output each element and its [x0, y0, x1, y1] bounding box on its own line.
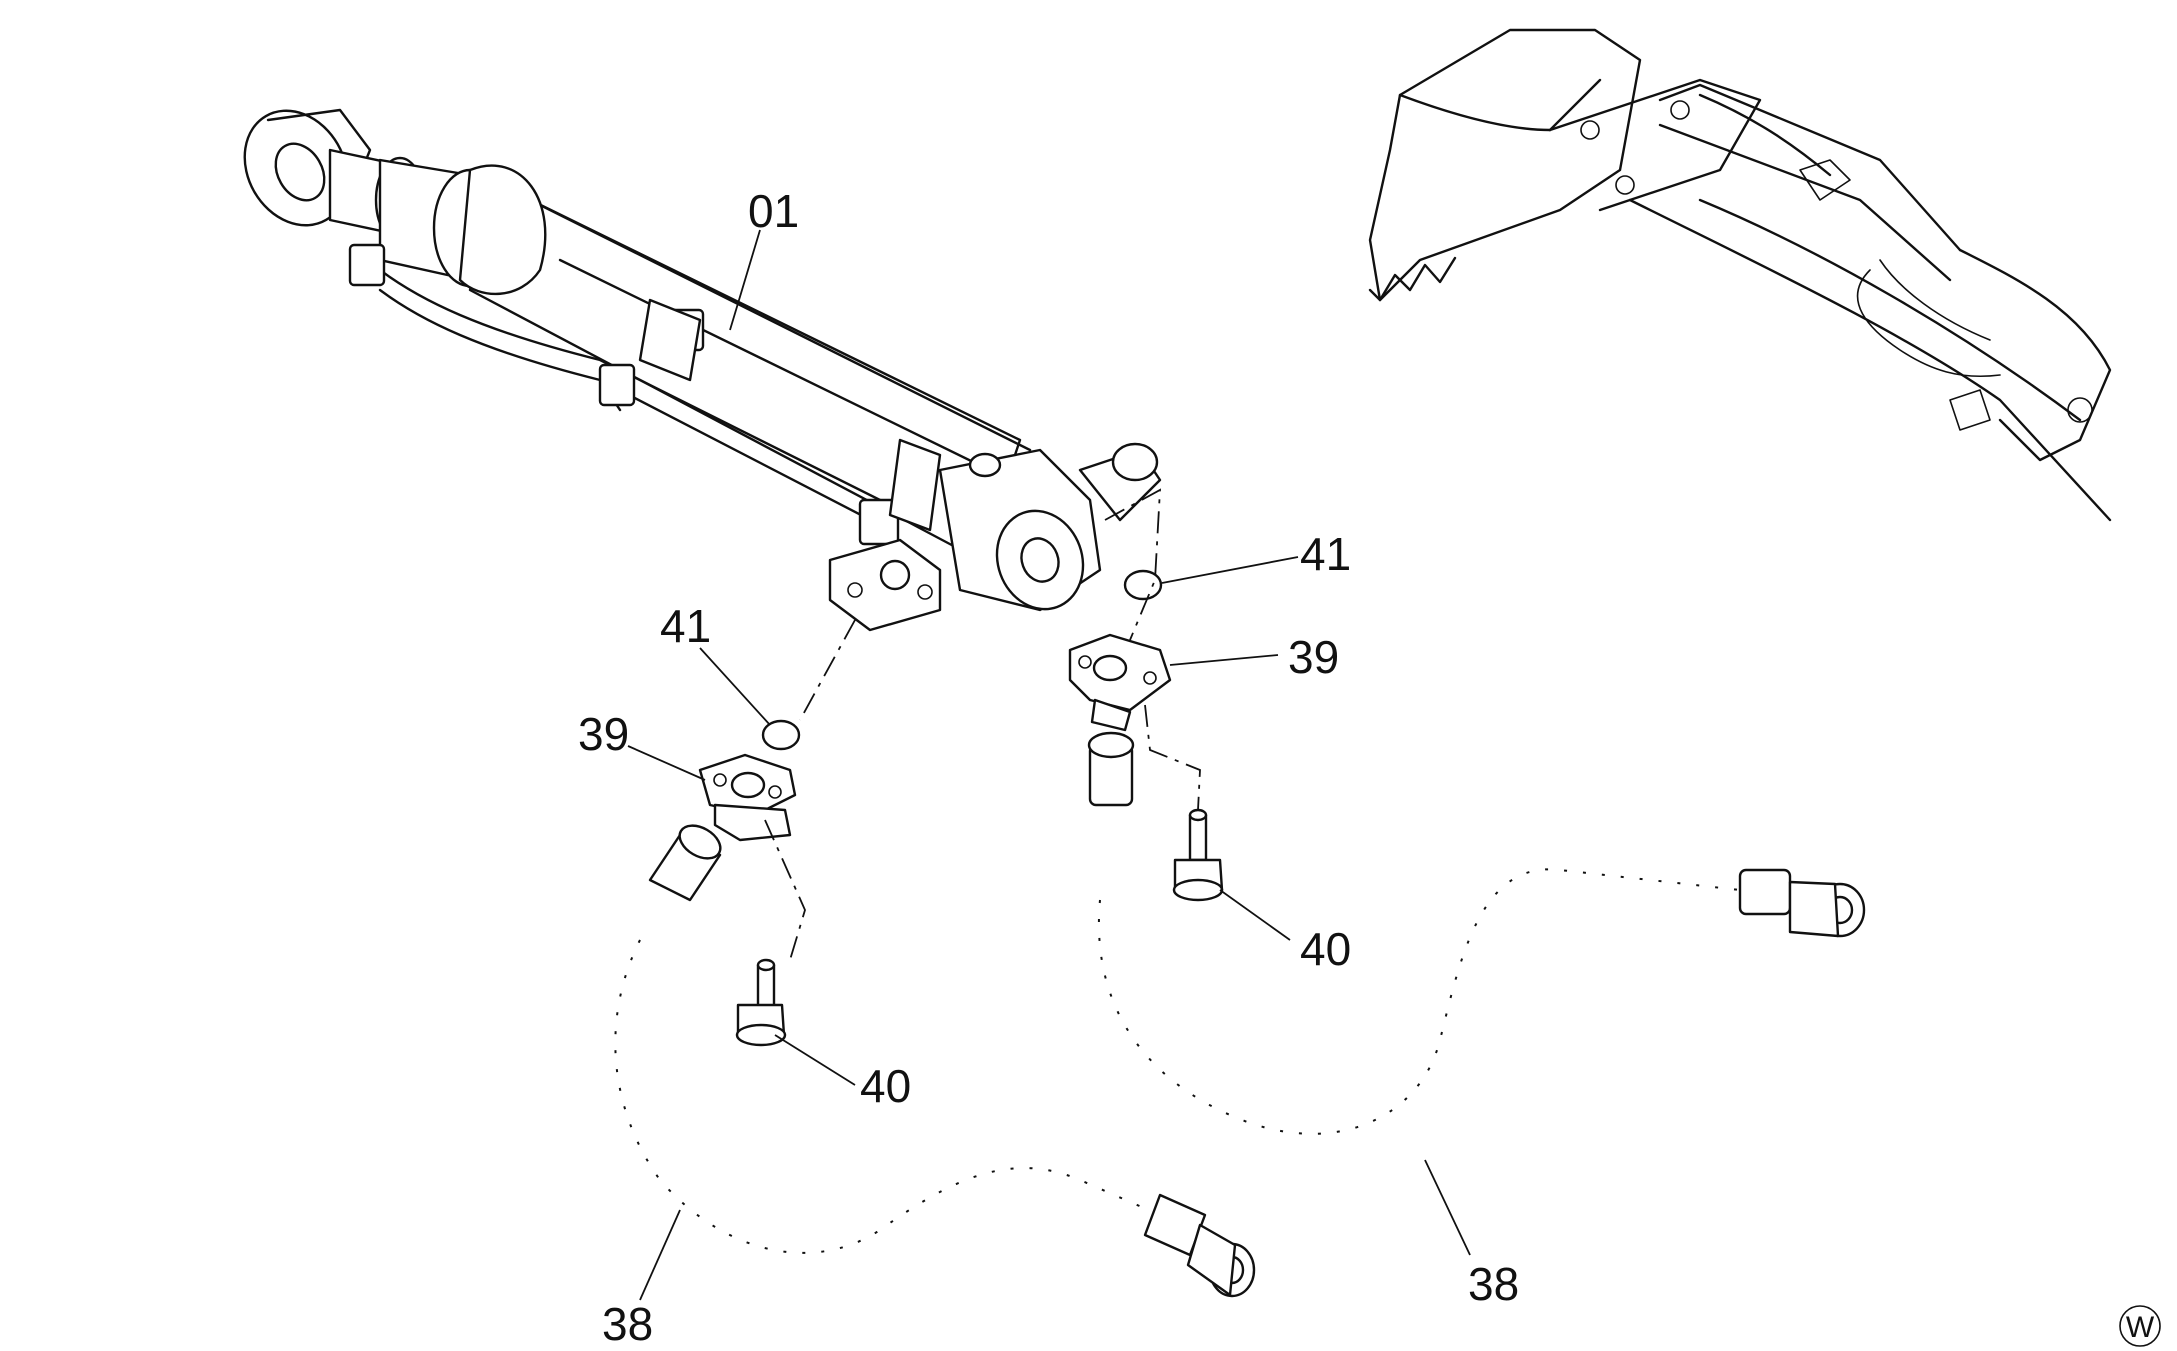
- hose-right[interactable]: [1086, 731, 1866, 1146]
- inset-arm-bucket-view: [1368, 28, 2112, 522]
- hydraulic-cylinder[interactable]: [224, 92, 1162, 632]
- o-ring-right[interactable]: [1123, 569, 1163, 601]
- callout-41-right: 41: [1300, 528, 1351, 580]
- callout-40-right: 40: [1300, 923, 1351, 975]
- assembly-lines: [764, 488, 1201, 961]
- callout-41-left: 41: [660, 600, 711, 652]
- callout-01: 01: [748, 185, 799, 237]
- corner-w-mark: W: [2119, 1305, 2161, 1347]
- o-ring-left[interactable]: [761, 719, 801, 751]
- corner-mark-letter: W: [2126, 1311, 2155, 1344]
- split-flange-right[interactable]: [1068, 633, 1172, 732]
- callout-38-right: 38: [1468, 1258, 1519, 1310]
- leader-lines: [627, 229, 1471, 1301]
- split-flange-left[interactable]: [698, 753, 797, 842]
- bolt-right[interactable]: [1172, 808, 1224, 902]
- bolt-left[interactable]: [735, 958, 787, 1047]
- callout-40-left: 40: [860, 1060, 911, 1112]
- hose-left[interactable]: [603, 819, 1256, 1298]
- callout-39-right: 39: [1288, 631, 1339, 683]
- callout-39-left: 39: [578, 708, 629, 760]
- callout-38-left: 38: [602, 1298, 653, 1350]
